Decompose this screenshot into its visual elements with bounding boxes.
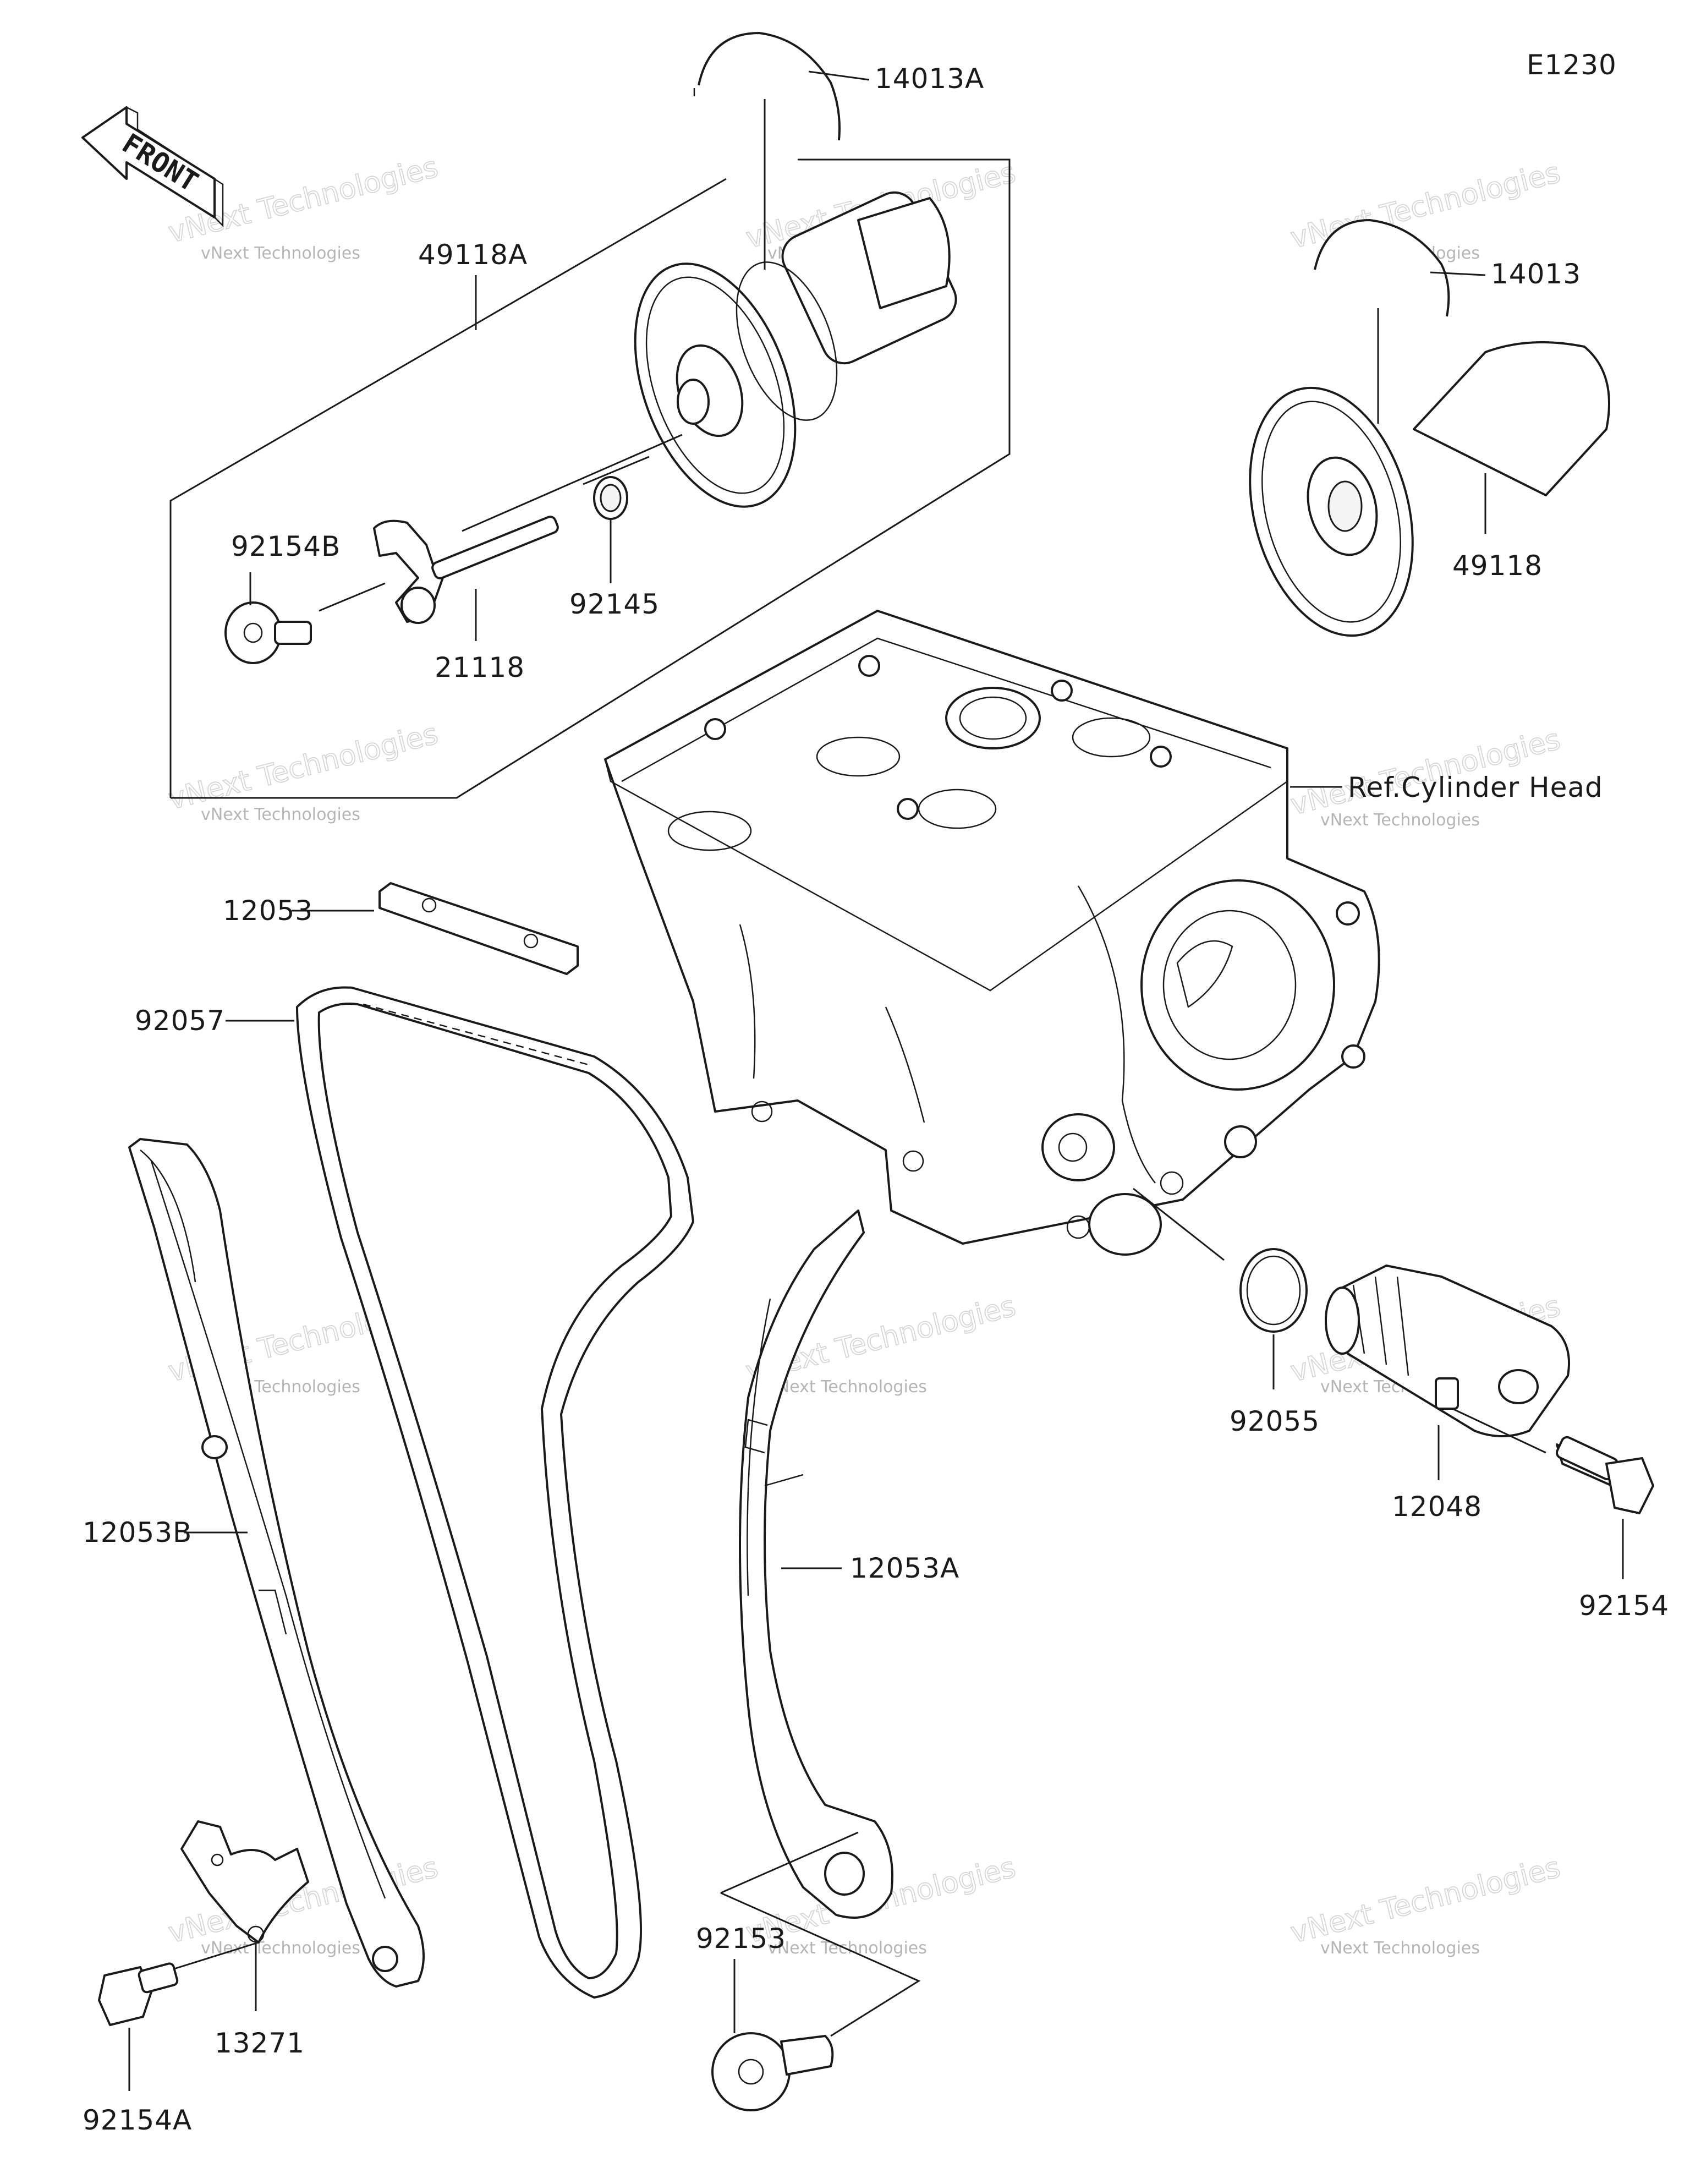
label-21118: 21118 <box>435 652 525 683</box>
lever-21118 <box>373 516 559 624</box>
chain-guide-12053 <box>378 882 579 975</box>
watermark-small: vNext Technologies <box>201 805 360 824</box>
stopper-13271 <box>180 1820 309 1944</box>
label-14013: 14013 <box>1491 258 1581 290</box>
label-92154a: 92154A <box>83 2104 192 2136</box>
label-92154b: 92154B <box>231 530 341 562</box>
front-arrow-icon: FRONT <box>81 106 224 228</box>
timing-chain-92057 <box>296 986 694 1999</box>
camshaft-49118a <box>634 191 957 508</box>
label-49118a: 49118A <box>418 239 528 271</box>
label-92153: 92153 <box>696 1923 786 1955</box>
o-ring-92055 <box>1239 1248 1308 1333</box>
watermark-small: vNext Technologies <box>767 1377 927 1397</box>
label-49118: 49118 <box>1452 550 1543 582</box>
watermark-big: vNext Technologies <box>165 718 441 817</box>
clip-14013a <box>693 32 841 141</box>
cylinder-head <box>604 610 1380 1256</box>
clip-14013 <box>1314 219 1450 317</box>
watermark-small: vNext Technologies <box>1320 1939 1480 1958</box>
watermark-small: vNext Technologies <box>767 1939 927 1958</box>
label-92154: 92154 <box>1579 1590 1669 1622</box>
bolt-92154 <box>1555 1436 1654 1514</box>
watermark-big: vNext Technologies <box>1287 1851 1563 1950</box>
label-12048: 12048 <box>1392 1491 1482 1523</box>
chain-guide-12053b <box>128 1138 425 1988</box>
watermark-small: vNext Technologies <box>201 1939 360 1958</box>
spring-92145 <box>593 476 628 520</box>
diagram-code: E1230 <box>1527 49 1617 81</box>
intake-camshaft-box <box>169 158 1011 799</box>
label-92145: 92145 <box>569 588 660 620</box>
camshaft-49118 <box>1249 341 1610 637</box>
tensioner-guide-12053a <box>739 1209 893 1919</box>
bolt-92154b <box>224 601 312 664</box>
label-12053a: 12053A <box>850 1552 959 1584</box>
watermark-small: vNext Technologies <box>1320 811 1480 830</box>
label-92055: 92055 <box>1230 1405 1320 1437</box>
label-13271: 13271 <box>215 2027 305 2059</box>
watermark-small: vNext Technologies <box>201 244 360 263</box>
label-12053: 12053 <box>223 895 313 927</box>
label-12053b: 12053B <box>83 1517 192 1548</box>
bolt-92154a <box>98 1962 179 2026</box>
label-14013a: 14013A <box>875 63 984 95</box>
cam-chain-tensioner-12048 <box>1325 1265 1570 1437</box>
label-ref-cylinder-head: Ref.Cylinder Head <box>1348 771 1603 803</box>
bolt-92153 <box>711 2032 834 2111</box>
label-92057: 92057 <box>135 1005 225 1037</box>
